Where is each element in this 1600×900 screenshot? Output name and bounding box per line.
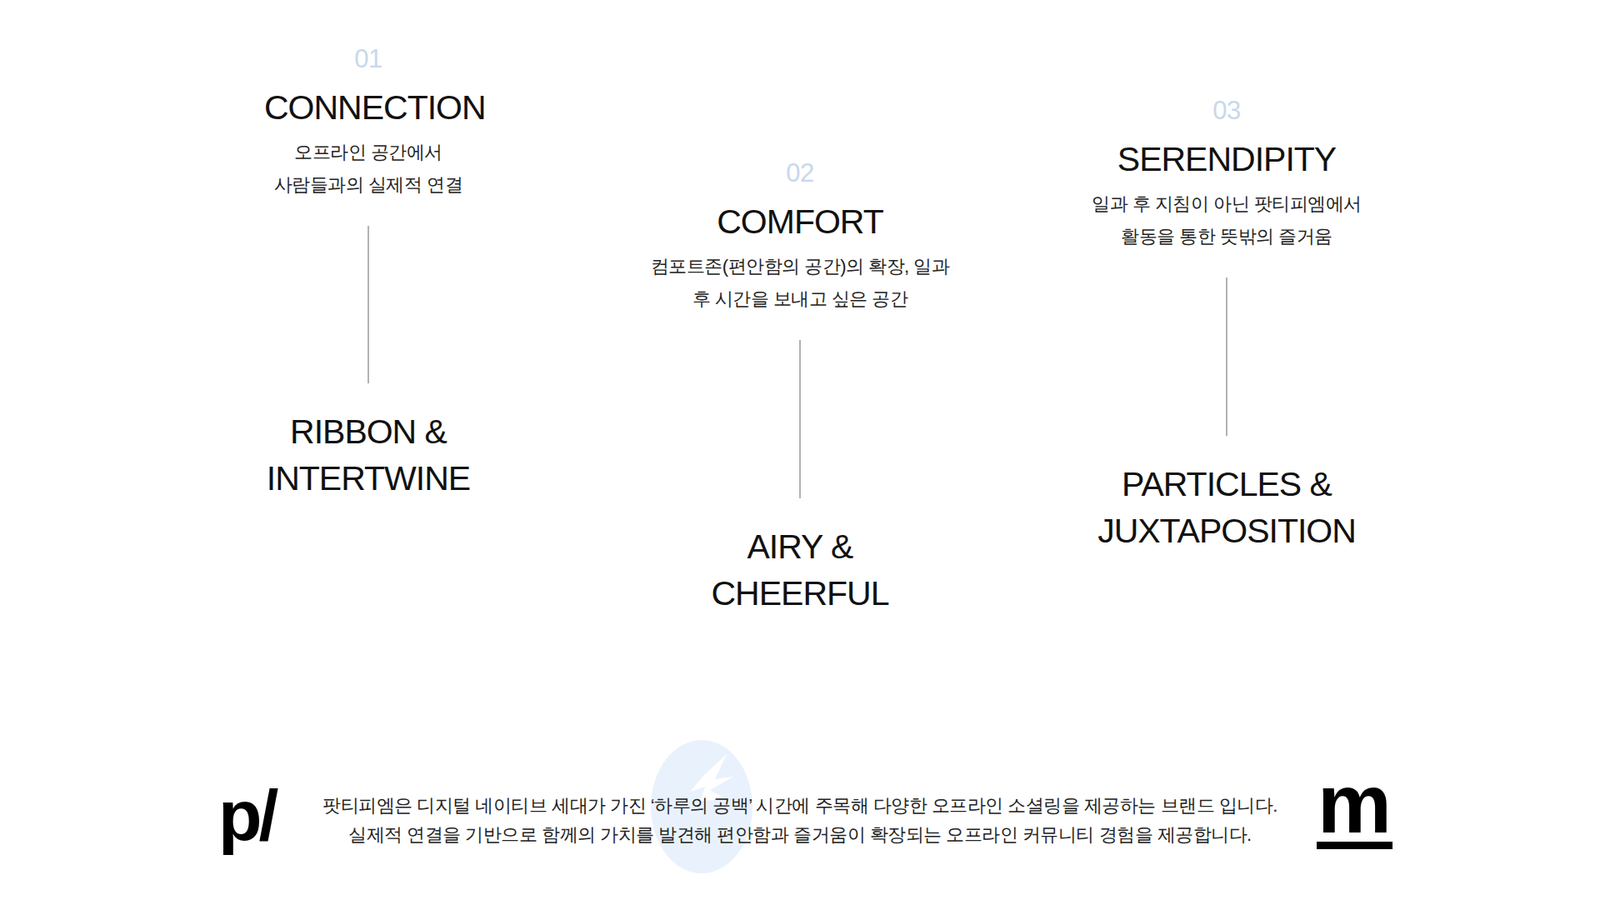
star-burst — [690, 754, 734, 802]
keyword-block: PARTICLES & JUXTAPOSITION — [1076, 460, 1377, 555]
keyword-block: RIBBON & INTERTWINE — [251, 408, 485, 502]
step-description: 컴포트존(편안함의 공간)의 확장, 일과 후 시간을 보내고 싶은 공간 — [645, 250, 955, 315]
step-number: 02 — [645, 158, 955, 189]
step-description: 일과 후 지침이 아닌 팟티피엠에서 활동을 통한 뜻밖의 즐거움 — [1075, 187, 1378, 253]
step-number: 03 — [1075, 95, 1378, 126]
keyword-text: PARTICLES & JUXTAPOSITION — [1076, 460, 1377, 555]
step-number: 01 — [264, 44, 473, 75]
step-title: CONNECTION — [264, 85, 473, 130]
connector-line — [1225, 277, 1228, 436]
concept-block: 02COMFORT 컴포트존(편안함의 공간)의 확장, 일과 후 시간을 보내고… — [645, 158, 955, 315]
connector-line — [367, 225, 370, 384]
keyword-block: AIRY & CHEERFUL — [700, 523, 900, 617]
connector-line — [799, 340, 801, 499]
concept-block: 03SERENDIPITY 일과 후 지침이 아닌 팟티피엠에서 활동을 통한 뜻… — [1075, 95, 1378, 253]
logo-mark: m — [1316, 765, 1393, 850]
logo-mark: p/ — [218, 779, 275, 851]
concept-block: 01CONNECTION 오프라인 공간에서 사람들과의 실제적 연결 — [264, 44, 473, 201]
step-title: SERENDIPITY — [1075, 137, 1378, 181]
step-title: COMFORT — [645, 200, 955, 244]
keyword-text: AIRY & CHEERFUL — [700, 523, 900, 617]
keyword-text: RIBBON & INTERTWINE — [251, 408, 485, 502]
brand-statement: 팟티피엠은 디지털 네이티브 세대가 가진 ‘하루의 공백’ 시간에 주목해 다… — [308, 790, 1292, 850]
step-description: 오프라인 공간에서 사람들과의 실제적 연결 — [264, 135, 473, 201]
